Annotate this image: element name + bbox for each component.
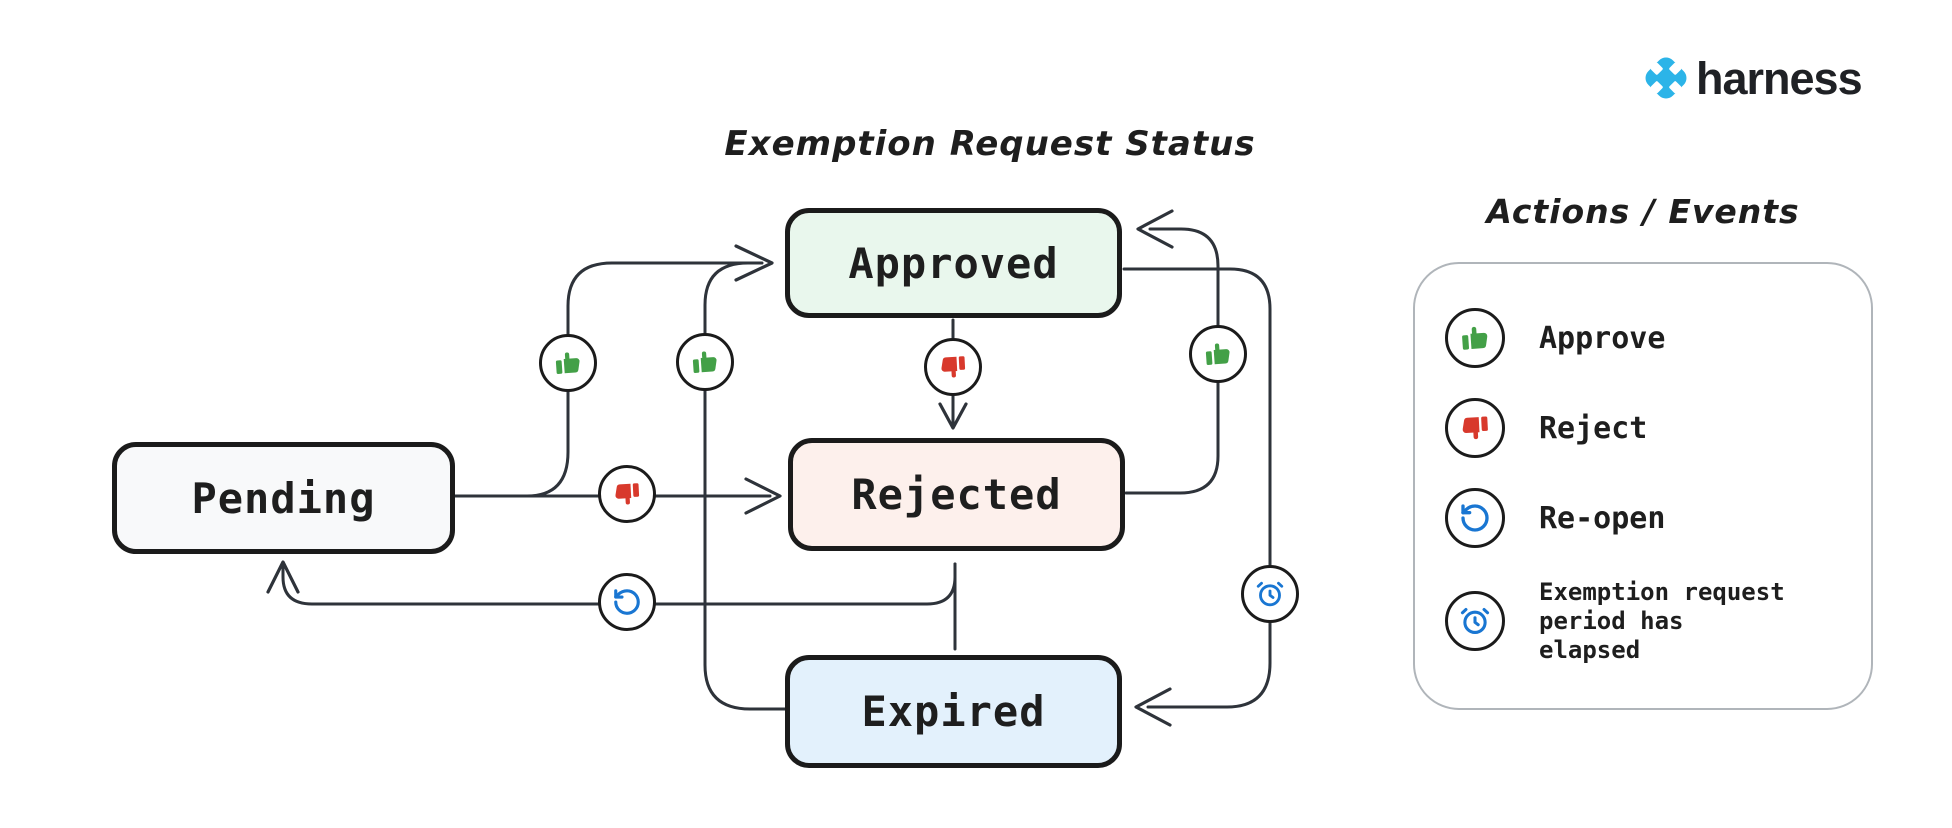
state-label-rejected: Rejected bbox=[851, 470, 1062, 519]
state-label-approved: Approved bbox=[848, 238, 1059, 288]
thumb-up-icon bbox=[1189, 325, 1247, 383]
edge-expired-approved bbox=[703, 261, 788, 711]
arrowhead-rejected-approved bbox=[1136, 209, 1174, 249]
arrowhead-approved-expired bbox=[1134, 687, 1172, 727]
legend-item-elapsed: Exemption request period has elapsed bbox=[1445, 578, 1847, 664]
reopen-icon bbox=[598, 573, 656, 631]
thumb-up-icon bbox=[1445, 308, 1505, 368]
reopen-icon bbox=[1445, 488, 1505, 548]
state-node-approved: Approved bbox=[785, 208, 1122, 318]
legend-item-reopen: Re-open bbox=[1445, 488, 1847, 548]
arrowhead-pending-rejected bbox=[744, 477, 782, 515]
arrowhead-rejected-pending bbox=[266, 560, 300, 594]
state-node-expired: Expired bbox=[785, 655, 1122, 768]
legend-label: Approve bbox=[1539, 320, 1666, 356]
arrowhead-into-approved-left bbox=[734, 244, 774, 282]
thumb-down-icon bbox=[924, 338, 982, 396]
alarm-clock-icon bbox=[1445, 591, 1505, 652]
edge-approved-expired bbox=[1122, 267, 1272, 709]
state-label-pending: Pending bbox=[191, 473, 376, 523]
brand-name: harness bbox=[1696, 52, 1863, 104]
state-label-expired: Expired bbox=[861, 687, 1046, 736]
legend-box: Approve Reject Re-open Exemption request… bbox=[1413, 262, 1873, 710]
diagram-title: Exemption Request Status bbox=[724, 124, 1256, 164]
state-node-rejected: Rejected bbox=[788, 438, 1125, 551]
brand-logo: harness bbox=[1640, 52, 1863, 104]
thumb-down-icon bbox=[598, 465, 656, 523]
alarm-clock-icon bbox=[1241, 565, 1299, 623]
legend-item-reject: Reject bbox=[1445, 398, 1847, 458]
legend-label: Reject bbox=[1539, 410, 1648, 446]
legend-item-approve: Approve bbox=[1445, 308, 1847, 368]
state-node-pending: Pending bbox=[112, 442, 455, 554]
edge-pending-approved bbox=[525, 261, 764, 498]
arrowhead-approved-rejected bbox=[938, 402, 968, 430]
thumb-up-icon bbox=[676, 333, 734, 391]
legend-title: Actions / Events bbox=[1486, 192, 1800, 231]
harness-logo-icon bbox=[1640, 52, 1692, 104]
legend-label: Exemption request period has elapsed bbox=[1539, 578, 1785, 664]
thumb-down-icon bbox=[1445, 398, 1505, 458]
legend-label: Re-open bbox=[1539, 500, 1666, 536]
thumb-up-icon bbox=[539, 334, 597, 392]
